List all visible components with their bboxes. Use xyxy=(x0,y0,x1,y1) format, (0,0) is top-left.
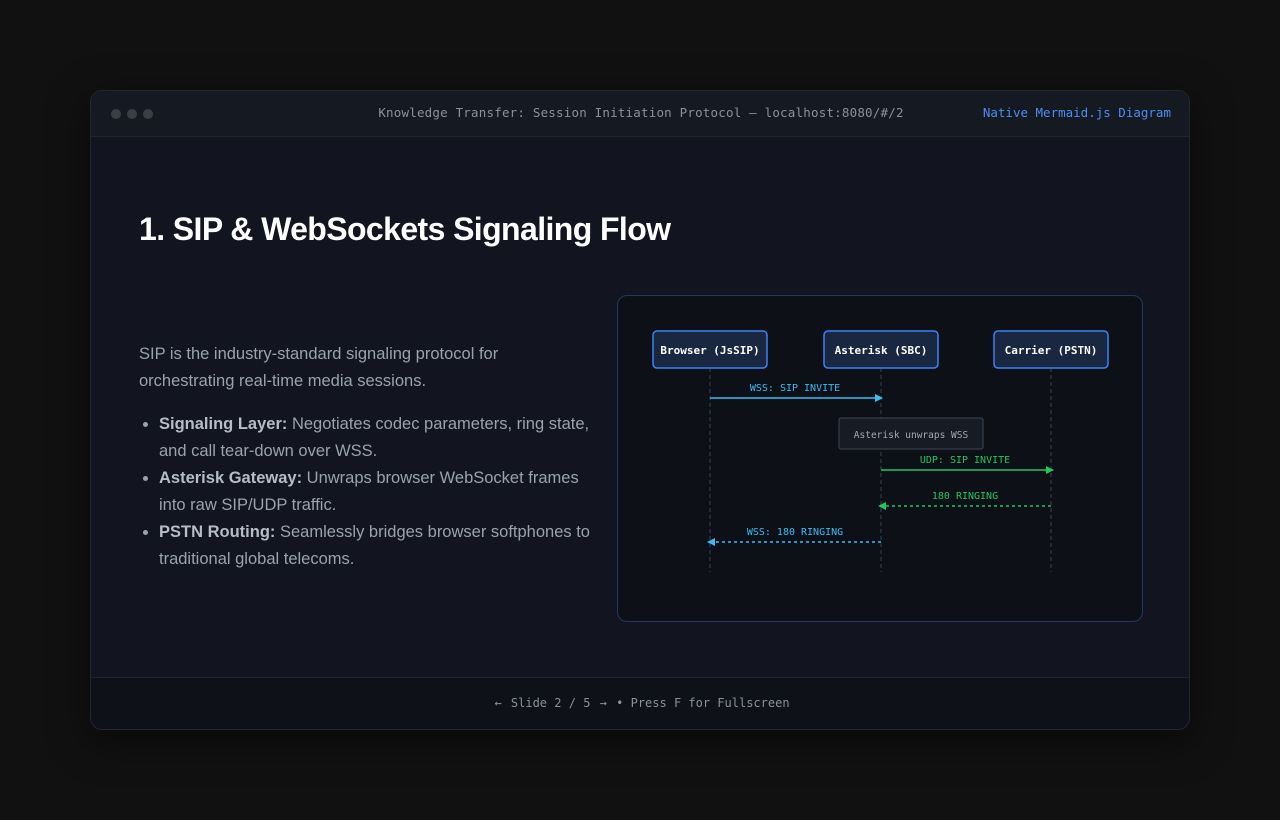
next-slide-arrow-icon[interactable]: → xyxy=(599,696,607,710)
prev-slide-arrow-icon[interactable]: ← xyxy=(494,696,502,710)
participant-carrier: Carrier (PSTN) xyxy=(993,330,1109,369)
slide-title: 1. SIP & WebSockets Signaling Flow xyxy=(139,211,671,247)
message-label-wss-180-ringing: WSS: 180 RINGING xyxy=(747,527,843,538)
note-text: Asterisk unwraps WSS xyxy=(854,430,969,441)
message-label-wss-invite: WSS: SIP INVITE xyxy=(750,383,840,394)
mermaid-diagram-link[interactable]: Native Mermaid.js Diagram xyxy=(982,105,1171,120)
message-label-180-ringing: 180 RINGING xyxy=(932,491,998,502)
slide-separator: / xyxy=(568,696,576,710)
participant-browser: Browser (JsSIP) xyxy=(652,330,768,369)
participant-label: Asterisk (SBC) xyxy=(835,344,928,357)
bullet-list: Signaling Layer: Negotiates codec parame… xyxy=(139,411,609,573)
bullet-term: Signaling Layer: xyxy=(159,415,288,433)
slide-label: Slide xyxy=(510,696,548,710)
bullet-text: Negotiates codec parameters, ring state,… xyxy=(159,415,590,460)
list-item: PSTN Routing: Seamlessly bridges browser… xyxy=(159,519,609,573)
title-bar: Knowledge Transfer: Session Initiation P… xyxy=(91,91,1189,137)
slide-current-number: 2 xyxy=(554,696,562,710)
bullet-term: Asterisk Gateway: xyxy=(159,469,303,487)
bullet-text: Seamlessly bridges browser softphones to… xyxy=(159,523,590,568)
fullscreen-hint: Press F for Fullscreen xyxy=(630,696,790,710)
window-control-dot-minimize[interactable] xyxy=(127,109,137,119)
sequence-diagram-card: Browser (JsSIP) Asterisk (SBC) Carrier (… xyxy=(617,295,1143,622)
slide-navigation: ← Slide 2 / 5 → • Press F for Fullscreen xyxy=(91,696,1189,710)
window-control-dot-close[interactable] xyxy=(111,109,121,119)
note-box: Asterisk unwraps WSS xyxy=(838,417,984,450)
participant-label: Browser (JsSIP) xyxy=(660,344,759,357)
presentation-window: Knowledge Transfer: Session Initiation P… xyxy=(90,90,1190,730)
slide-intro: SIP is the industry-standard signaling p… xyxy=(139,345,499,390)
message-label-udp-invite: UDP: SIP INVITE xyxy=(920,455,1010,466)
footer-bullet-separator: • xyxy=(616,696,624,710)
list-item: Signaling Layer: Negotiates codec parame… xyxy=(159,411,609,465)
slide-footer: ← Slide 2 / 5 → • Press F for Fullscreen xyxy=(91,677,1189,729)
participant-label: Carrier (PSTN) xyxy=(1005,344,1098,357)
slide-total-number: 5 xyxy=(583,696,591,710)
window-title: Knowledge Transfer: Session Initiation P… xyxy=(378,105,904,120)
bullet-text: Unwraps browser WebSocket frames into ra… xyxy=(159,469,579,514)
participant-asterisk: Asterisk (SBC) xyxy=(823,330,939,369)
window-control-dot-maximize[interactable] xyxy=(143,109,153,119)
sequence-diagram: Browser (JsSIP) Asterisk (SBC) Carrier (… xyxy=(652,330,1109,572)
list-item: Asterisk Gateway: Unwraps browser WebSoc… xyxy=(159,465,609,519)
bullet-term: PSTN Routing: xyxy=(159,523,276,541)
